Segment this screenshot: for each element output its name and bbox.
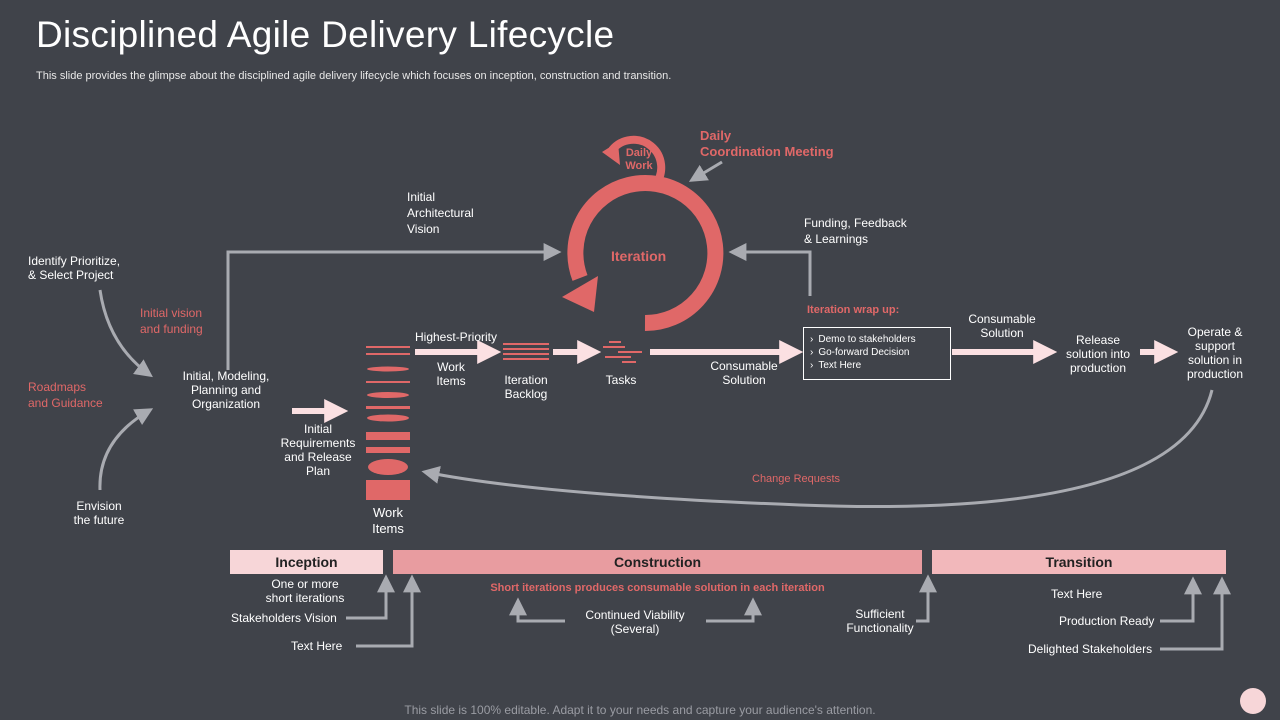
wrap-item: Go-forward Decision bbox=[810, 346, 950, 359]
identify-label: Identify Prioritize, & Select Project bbox=[28, 254, 121, 282]
phase-transition: Transition bbox=[932, 550, 1226, 574]
transition-item: Delighted Stakeholders bbox=[1028, 642, 1153, 656]
iteration-cycle-arrow bbox=[567, 175, 724, 332]
inception-item: Stakeholders Vision bbox=[231, 611, 337, 625]
slide-subtitle: This slide provides the glimpse about th… bbox=[36, 70, 672, 82]
envision-label: Envision the future bbox=[73, 499, 125, 527]
iteration-label: Iteration bbox=[611, 248, 667, 264]
transition-item: Text Here bbox=[1051, 587, 1103, 601]
operate-support-label: Operate & support solution in production bbox=[1186, 325, 1244, 381]
daily-work-cycle-arrow bbox=[608, 135, 666, 188]
construction-item: Sufficient Functionality bbox=[846, 607, 914, 635]
initial-arch-label: Initial Architectural Vision bbox=[407, 190, 474, 236]
iteration-backlog-lines bbox=[503, 343, 549, 360]
phase-inception: Inception bbox=[230, 550, 383, 574]
inception-item: One or more short iterations bbox=[265, 577, 345, 605]
daily-work-arrowhead bbox=[602, 142, 620, 165]
work-items-stack bbox=[366, 346, 410, 500]
phase-construction: Construction bbox=[393, 550, 922, 574]
construction-item: Continued Viability (Several) bbox=[585, 608, 685, 636]
change-requests-label: Change Requests bbox=[752, 473, 841, 485]
iteration-wrap-up-label: Iteration wrap up: bbox=[807, 304, 900, 316]
funding-feedback-label: Funding, Feedback & Learnings bbox=[804, 216, 907, 246]
wrap-item: Demo to stakeholders bbox=[810, 333, 950, 346]
transition-item: Production Ready bbox=[1059, 614, 1155, 628]
work-items-stack-label: Work Items bbox=[372, 505, 404, 536]
consumable-solution-left-label: Consumable Solution bbox=[710, 359, 778, 387]
iteration-backlog-label: Iteration Backlog bbox=[504, 373, 548, 401]
slide-title: Disciplined Agile Delivery Lifecycle bbox=[36, 14, 615, 55]
wrap-up-box: Demo to stakeholders Go-forward Decision… bbox=[803, 327, 951, 380]
slide-footer: This slide is 100% editable. Adapt it to… bbox=[404, 703, 876, 717]
work-items-label: Work Items bbox=[436, 360, 466, 388]
initial-modeling-label: Initial, Modeling, Planning and Organiza… bbox=[182, 369, 270, 411]
construction-note: Short iterations produces consumable sol… bbox=[490, 582, 825, 594]
daily-work-label: Daily Work bbox=[625, 147, 653, 172]
wrap-item: Text Here bbox=[810, 359, 950, 372]
iteration-arrowhead bbox=[562, 276, 598, 312]
tasks-label: Tasks bbox=[605, 373, 637, 387]
highest-priority-label: Highest-Priority bbox=[415, 330, 498, 344]
inception-item: Text Here bbox=[291, 639, 343, 653]
tasks-lines bbox=[603, 341, 642, 363]
release-solution-label: Release solution into production bbox=[1065, 333, 1131, 375]
initial-vision-label: Initial vision and funding bbox=[140, 306, 203, 336]
daily-coordination-label: Daily Coordination Meeting bbox=[700, 128, 834, 159]
consumable-solution-top-label: Consumable Solution bbox=[968, 312, 1036, 340]
corner-dot bbox=[1240, 688, 1266, 714]
initial-requirements-label: Initial Requirements and Release Plan bbox=[280, 422, 356, 478]
roadmaps-label: Roadmaps and Guidance bbox=[28, 380, 103, 410]
